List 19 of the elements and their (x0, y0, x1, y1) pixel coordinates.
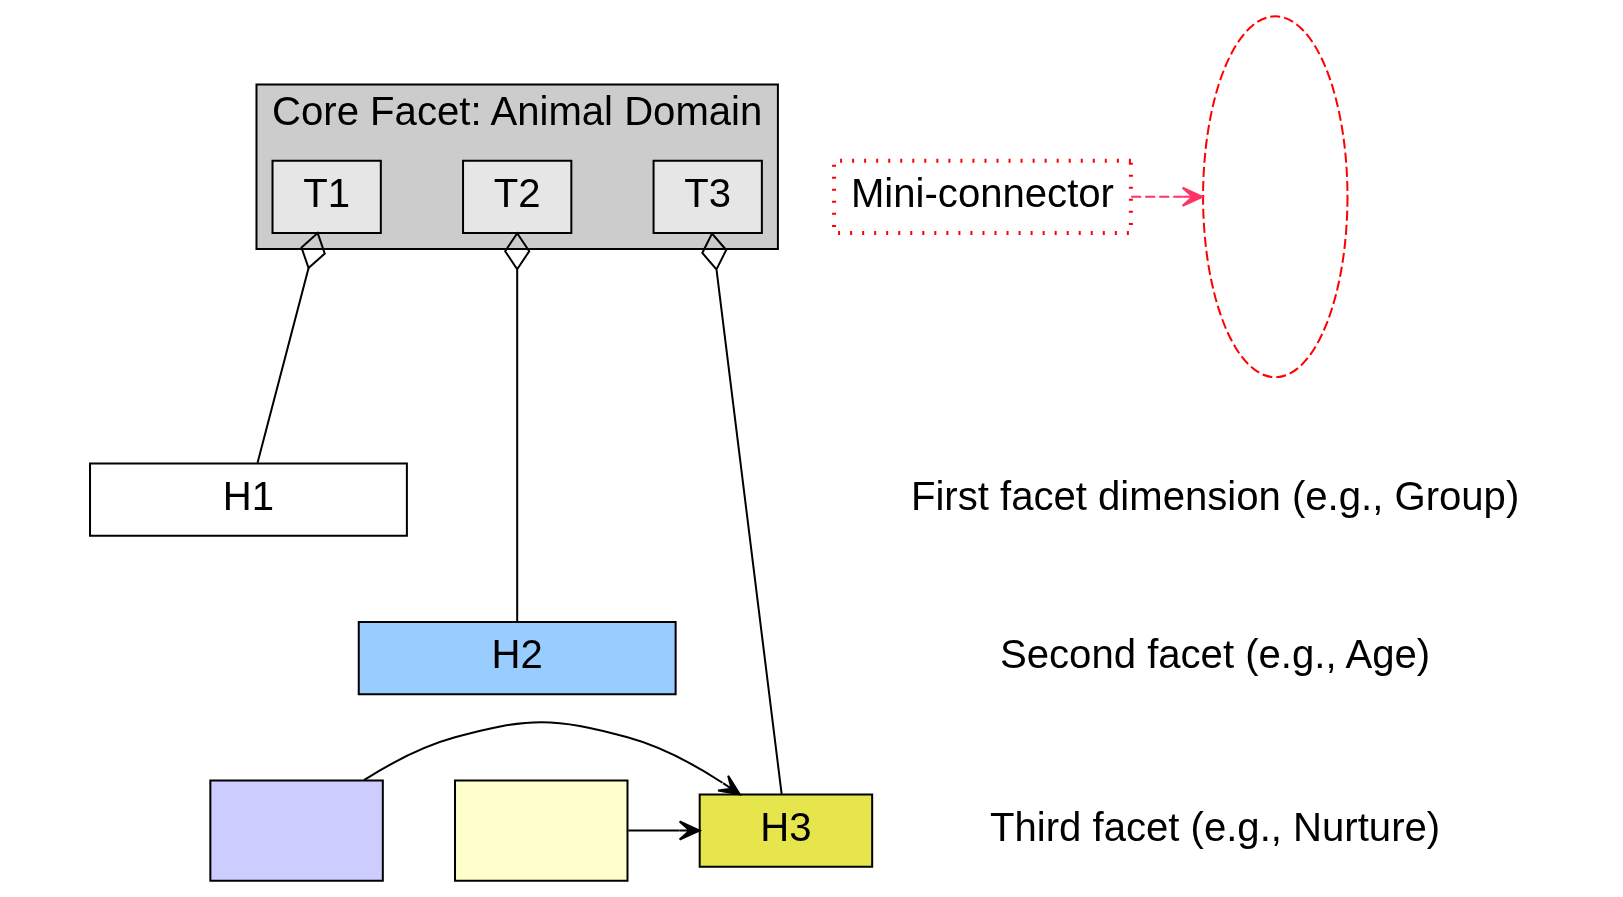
node-box (453, 779, 628, 882)
node-box: H2 (357, 620, 677, 696)
node-ellipse (1201, 15, 1348, 379)
connector (700, 231, 783, 794)
label: Third facet (e.g., Nurture) (989, 804, 1440, 849)
node-box: T2 (461, 159, 572, 234)
node-box (208, 779, 384, 882)
connector (503, 231, 530, 622)
label: Second facet (e.g., Age) (999, 632, 1430, 677)
arrow (1130, 186, 1204, 207)
node-box: T1 (271, 159, 382, 234)
node-box: T3 (652, 159, 763, 234)
node-box: H1 (88, 462, 408, 537)
arrow (627, 820, 701, 841)
connector (256, 231, 326, 464)
node-box: H3 (698, 793, 873, 868)
label: First facet dimension (e.g., Group) (910, 473, 1519, 518)
arrow (362, 721, 741, 796)
node-box: Mini-connector (831, 158, 1133, 235)
